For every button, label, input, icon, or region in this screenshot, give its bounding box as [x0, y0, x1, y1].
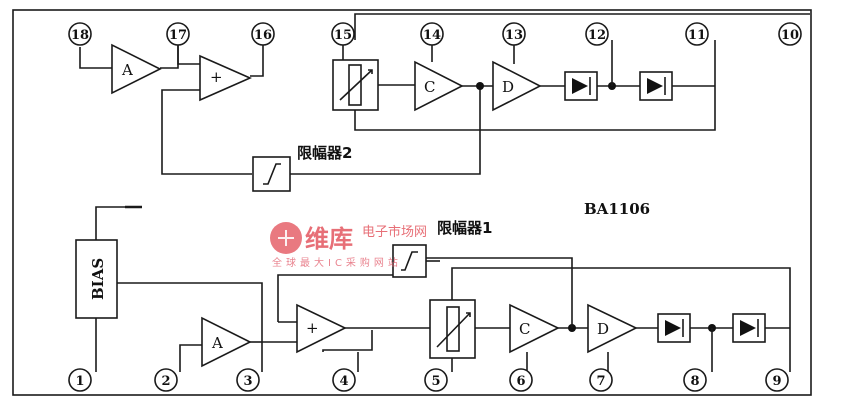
bottom-amp-c: C [509, 303, 560, 354]
bottom-variable-attenuator [429, 299, 476, 359]
pin-16: 16 [251, 22, 275, 46]
pin-7-label: 7 [596, 374, 605, 389]
pin-8-label: 8 [690, 374, 699, 389]
pin-10: 10 [778, 22, 802, 46]
wire-bias-ground [95, 206, 125, 240]
pin-5-label: 5 [431, 374, 440, 389]
pin-2: 2 [154, 368, 178, 392]
watermark-slogan: 全球最大IC采购网站 [272, 256, 402, 269]
wire-pin18-ampA [79, 47, 112, 69]
pin-7: 7 [589, 368, 613, 392]
wire-pin2-ampA [179, 344, 202, 372]
pin-4-label: 4 [339, 374, 348, 389]
pin-10-label: 10 [781, 28, 799, 43]
pin-12-label: 12 [588, 28, 606, 43]
pin-3-label: 3 [243, 374, 252, 389]
watermark: 维库 电子市场网 全球最大IC采购网站 [270, 222, 427, 269]
pin-15-label: 15 [334, 28, 352, 43]
pin-4: 4 [332, 368, 356, 392]
pin-12: 12 [585, 22, 609, 46]
wire-pin15-top [354, 13, 810, 40]
top-summing-amp: + [199, 54, 252, 102]
bottom-summing-amp: + [296, 303, 347, 354]
bottom-diode-2 [732, 313, 766, 343]
bottom-amp-a-label: A [211, 334, 223, 352]
pin-1: 1 [68, 368, 92, 392]
pin-14: 14 [420, 22, 444, 46]
pin-1-label: 1 [75, 374, 84, 389]
top-amp-d-label: D [502, 78, 514, 96]
wire-sum-pin16 [250, 40, 264, 77]
limiter-2-label: 限幅器2 [297, 144, 352, 162]
top-variable-attenuator [332, 59, 379, 111]
pin-3: 3 [236, 368, 260, 392]
pin-13-label: 13 [505, 28, 523, 43]
chip-outline [12, 9, 812, 396]
pin-18-label: 18 [71, 28, 89, 43]
limiter-2-box [252, 156, 291, 192]
bottom-amp-c-label: C [519, 320, 530, 338]
bottom-sum-label: + [306, 319, 319, 337]
watermark-brand: 维库 [305, 225, 353, 253]
pin-16-label: 16 [254, 28, 272, 43]
top-amp-c-label: C [424, 78, 435, 96]
wire-top-return-pin11 [354, 40, 716, 131]
pin-8: 8 [683, 368, 707, 392]
limiter-1-label: 限幅器1 [437, 219, 492, 237]
pin-14-label: 14 [423, 28, 441, 43]
top-diode-2 [639, 71, 673, 101]
wire-bottom-return [451, 267, 791, 372]
top-amp-d: D [492, 60, 542, 112]
pin-17: 17 [166, 22, 190, 46]
top-amp-c: C [414, 60, 464, 112]
top-sum-label: + [210, 68, 223, 86]
pins-top: 18 17 16 15 14 13 12 11 10 [68, 22, 802, 46]
pin-6-label: 6 [516, 374, 525, 389]
pin-18: 18 [68, 22, 92, 46]
watermark-site: 电子市场网 [362, 224, 427, 240]
pin-2-label: 2 [161, 374, 170, 389]
pin-9-label: 9 [772, 374, 781, 389]
wire-junction-limiter1 [426, 257, 573, 328]
pin-11-label: 11 [688, 28, 706, 43]
top-amp-a-label: A [121, 61, 133, 79]
pin-9: 9 [765, 368, 789, 392]
chip-label: BA1106 [584, 200, 650, 218]
pins-bottom: 1 2 3 4 5 6 7 8 9 [68, 368, 789, 392]
pin-11: 11 [685, 22, 709, 46]
wire-sum-feedback [161, 89, 252, 175]
wire-pin17-sum [177, 40, 200, 65]
pin-15: 15 [331, 22, 355, 46]
wire-ampA-out [160, 44, 179, 69]
junction-top-cd [476, 82, 484, 90]
pin-5: 5 [424, 368, 448, 392]
pin-13: 13 [502, 22, 526, 46]
wire-bias-pin3 [117, 282, 263, 372]
bias-block: BIAS [75, 239, 118, 319]
bottom-amp-d: D [587, 303, 638, 354]
top-diode-1 [564, 71, 598, 101]
bottom-diode-1 [657, 313, 691, 343]
limiter-1-box [392, 244, 427, 278]
pin-6: 6 [509, 368, 533, 392]
wire-sum-pin4-link [322, 330, 373, 352]
pin-17-label: 17 [169, 28, 187, 43]
bottom-amp-d-label: D [597, 320, 609, 338]
wire-limiter2-out [290, 86, 481, 175]
bias-label: BIAS [89, 258, 107, 300]
bottom-amp-a: A [201, 316, 252, 368]
top-amp-a: A [111, 43, 162, 95]
